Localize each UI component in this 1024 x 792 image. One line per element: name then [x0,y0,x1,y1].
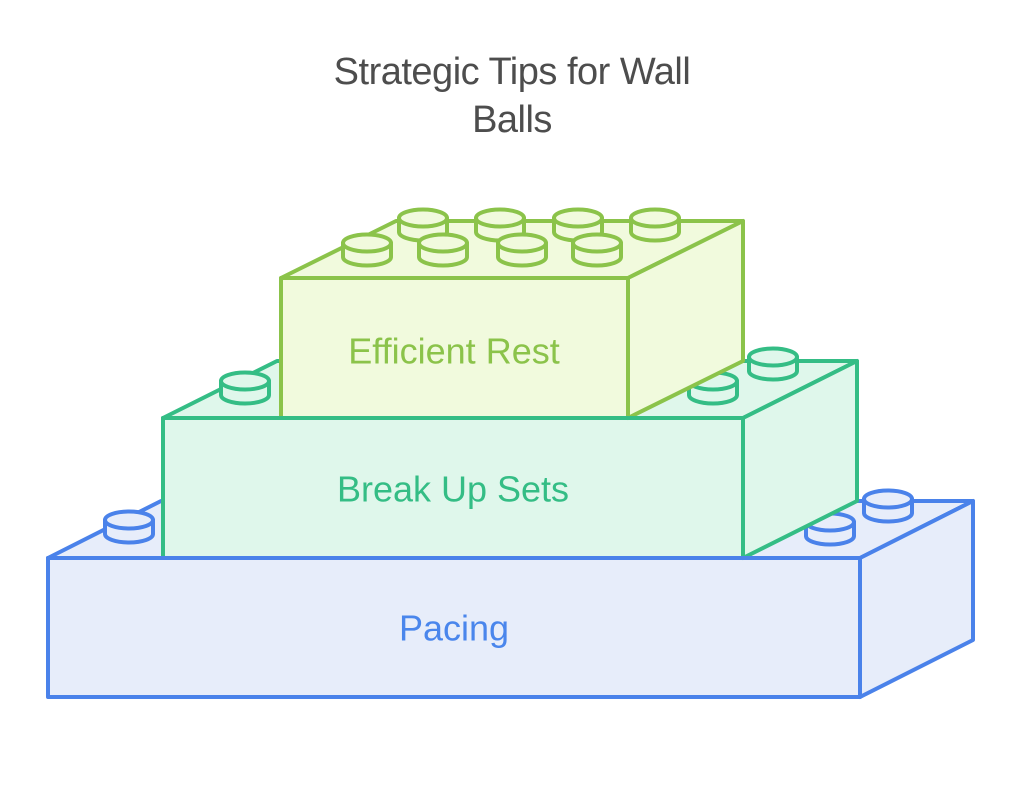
diagram-title-line2: Balls [472,99,552,141]
brick-label-pacing: Pacing [399,608,509,649]
brick-stud [417,232,469,268]
brick-efficient-rest [279,207,745,420]
brick-stud [629,207,681,243]
diagram-title-line1: Strategic Tips for Wall [334,51,691,93]
brick-stud [496,232,548,268]
brick-label-break-up-sets: Break Up Sets [337,469,569,510]
brick-stud [747,346,799,382]
brick-stud [862,488,914,524]
brick-label-efficient-rest: Efficient Rest [348,331,559,372]
brick-stud [103,509,155,545]
brick-stud [571,232,623,268]
brick-stud [341,232,393,268]
brick-stud [219,370,271,406]
